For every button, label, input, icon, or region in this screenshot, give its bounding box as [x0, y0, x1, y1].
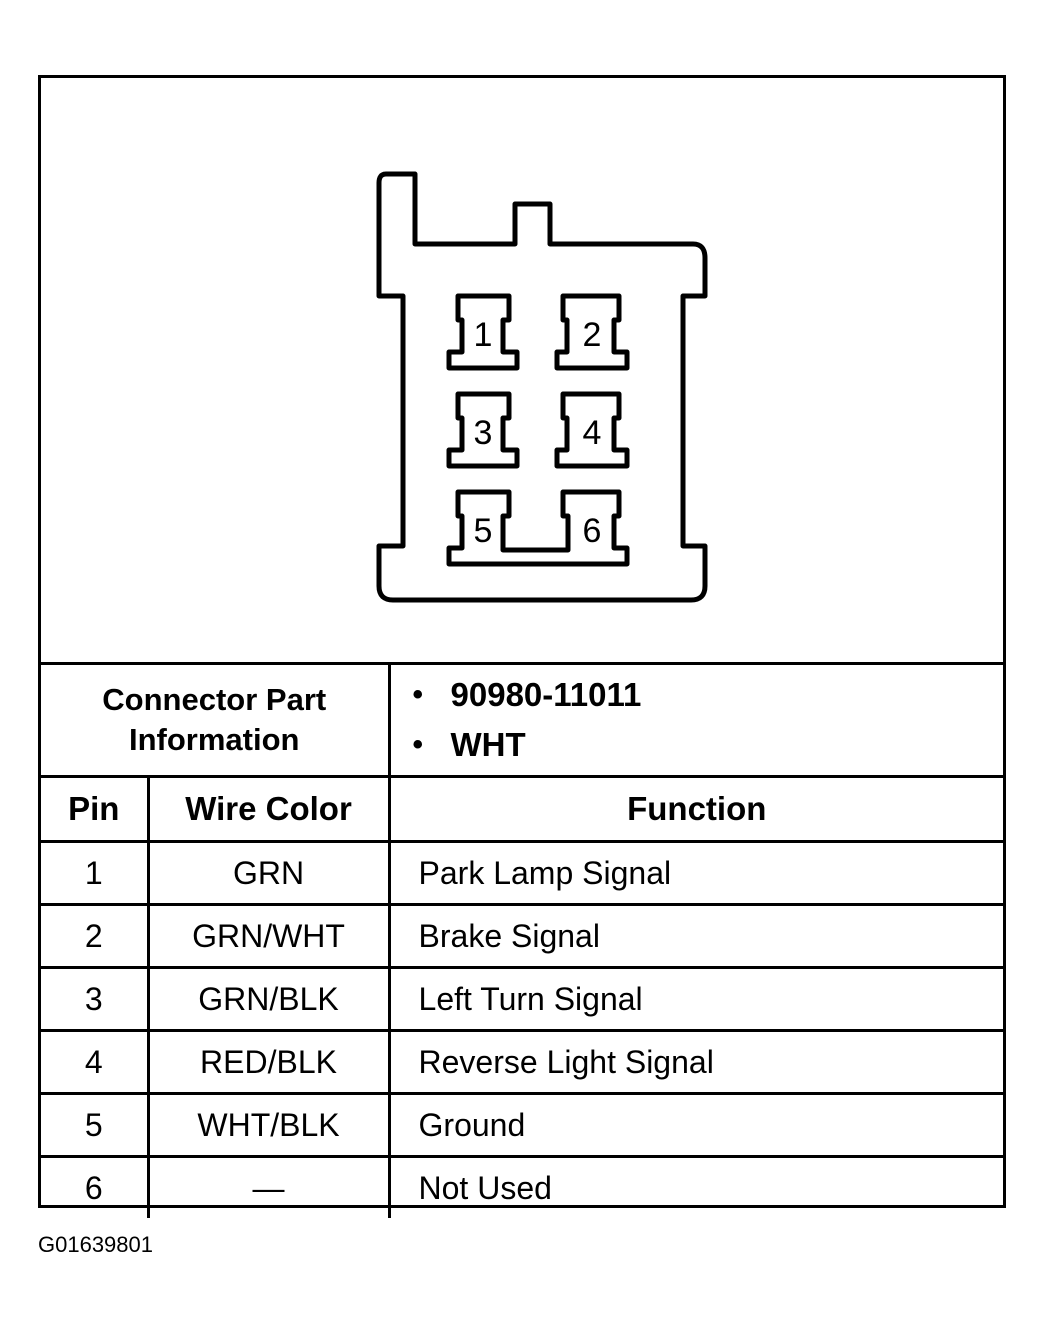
- connector-housing: [376, 171, 708, 603]
- figure-code: G01639801: [38, 1232, 153, 1257]
- pin-cell: 4: [41, 1029, 150, 1095]
- table-row: 6 — Not Used: [41, 1155, 1004, 1218]
- pin-label-5: 5: [474, 512, 493, 550]
- function-cell: Brake Signal: [387, 903, 1004, 969]
- terminal-3: [446, 391, 520, 469]
- wire-color-cell: GRN: [146, 840, 391, 906]
- header-pin: Pin: [41, 775, 150, 843]
- connector-frame: 1 2 3 4 5 6 Connector Part Information 9…: [38, 75, 1006, 1218]
- part-info-values: 90980-11011 WHT: [387, 662, 1004, 778]
- wire-color-cell: GRN/WHT: [146, 903, 391, 969]
- part-info-label: Connector Part Information: [41, 662, 391, 778]
- pin-label-6: 6: [583, 512, 602, 550]
- part-info-row: Connector Part Information 90980-11011 W…: [41, 662, 1004, 778]
- wire-color-cell: —: [146, 1155, 391, 1218]
- terminal-2: [554, 293, 630, 371]
- part-info-label-line1: Connector Part: [102, 682, 327, 717]
- function-cell: Left Turn Signal: [387, 966, 1004, 1032]
- pin-label-1: 1: [474, 316, 493, 354]
- pin-label-3: 3: [474, 414, 493, 452]
- table-row: 3 GRN/BLK Left Turn Signal: [41, 966, 1004, 1032]
- part-number: 90980-11011: [413, 670, 1004, 720]
- pin-cell: 6: [41, 1155, 150, 1218]
- pin-cell: 5: [41, 1092, 150, 1158]
- part-info-label-line2: Information: [129, 722, 300, 757]
- table-row: 4 RED/BLK Reverse Light Signal: [41, 1029, 1004, 1095]
- terminal-4: [554, 391, 630, 469]
- connector-color: WHT: [413, 720, 1004, 770]
- pin-cell: 3: [41, 966, 150, 1032]
- pin-label-2: 2: [583, 316, 602, 354]
- connector-diagram: 1 2 3 4 5 6: [41, 78, 1003, 664]
- pin-cell: 2: [41, 903, 150, 969]
- pin-label-4: 4: [583, 414, 602, 452]
- wire-color-cell: GRN/BLK: [146, 966, 391, 1032]
- wire-color-cell: WHT/BLK: [146, 1092, 391, 1158]
- wire-color-cell: RED/BLK: [146, 1029, 391, 1095]
- pin-cell: 1: [41, 840, 150, 906]
- table-row: 5 WHT/BLK Ground: [41, 1092, 1004, 1158]
- function-cell: Ground: [387, 1092, 1004, 1158]
- function-cell: Park Lamp Signal: [387, 840, 1004, 906]
- table-header-row: Pin Wire Color Function: [41, 775, 1004, 843]
- header-wire-color: Wire Color: [146, 775, 391, 843]
- terminal-5-6: [446, 489, 630, 567]
- header-function: Function: [387, 775, 1004, 843]
- table-row: 1 GRN Park Lamp Signal: [41, 840, 1004, 906]
- function-cell: Reverse Light Signal: [387, 1029, 1004, 1095]
- table-row: 2 GRN/WHT Brake Signal: [41, 903, 1004, 969]
- terminal-1: [446, 293, 520, 371]
- function-cell: Not Used: [387, 1155, 1004, 1218]
- connector-pinout-table: Connector Part Information 90980-11011 W…: [41, 662, 1004, 1218]
- connector-face-svg: 1 2 3 4 5 6: [376, 171, 708, 603]
